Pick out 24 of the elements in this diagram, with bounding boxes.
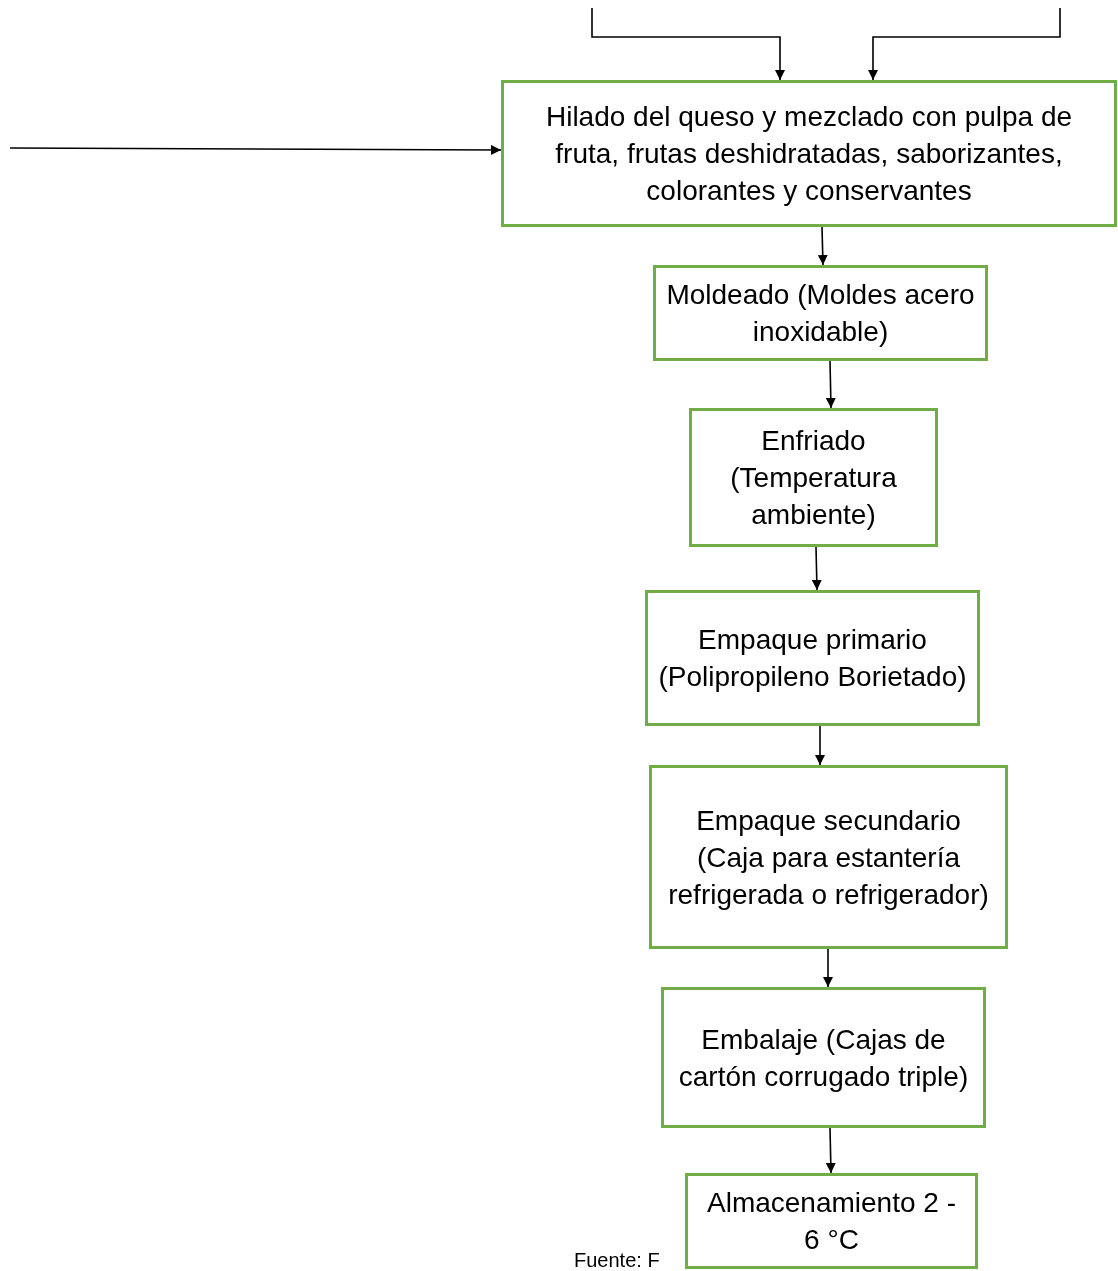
arrow <box>825 1127 836 1174</box>
process-box <box>661 987 986 1128</box>
arrow <box>868 7 1061 81</box>
process-box <box>685 1173 978 1269</box>
step-text: Hilado del queso y mezclado con pulpa de fruta, frutas deshidratadas, saborizantes, colorantes y conservantes <box>544 100 1074 208</box>
process-box <box>649 765 1008 949</box>
step-text: Moldeado (Moldes acero inoxidable) <box>665 278 976 349</box>
step-text: Empaque secundario (Caja para estantería refrigerada o refrigerador) <box>667 803 990 912</box>
process-box <box>645 590 980 726</box>
step-text: Empaque primario (Polipropileno Borietado) <box>657 623 968 694</box>
source-note: Fuente: F <box>574 1250 660 1270</box>
arrow <box>811 546 822 591</box>
arrow <box>9 144 502 155</box>
arrow <box>825 360 836 409</box>
step-text: Embalaje (Cajas de cartón corrugado triple) <box>677 1022 970 1094</box>
arrow <box>815 725 825 766</box>
arrow <box>823 948 833 988</box>
step-text: Enfriado (Temperatura ambiente) <box>729 424 898 532</box>
arrow <box>591 7 785 81</box>
process-box <box>653 265 988 361</box>
process-box <box>689 408 938 547</box>
arrow <box>817 226 828 266</box>
process-box <box>501 80 1117 227</box>
step-text: Almacenamiento 2 - 6 °C <box>706 1186 957 1257</box>
